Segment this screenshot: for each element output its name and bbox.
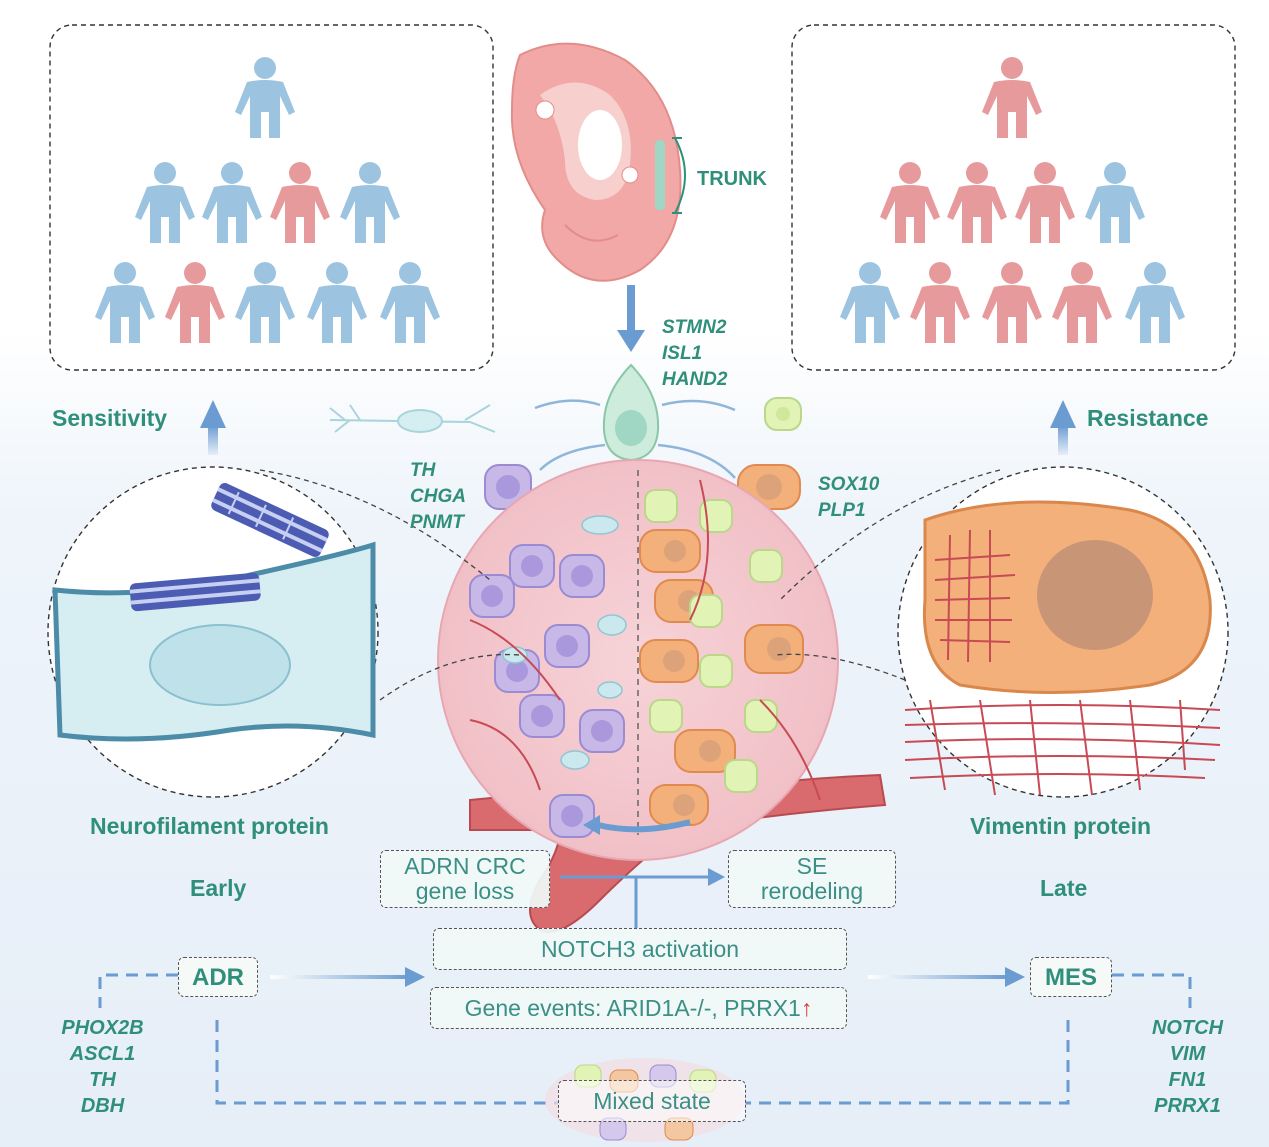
reversion-arrow [597,819,691,833]
gene-list-mesenchymal: SOX10 PLP1 [818,472,879,524]
gene-prrx1: PRRX1 [1154,1095,1221,1117]
mixed-state-label: Mixed state [593,1087,711,1114]
gene-events-text: Gene events: ARID1A-/-, PRRX1 [464,994,801,1021]
gene-sox10: SOX10 [818,474,880,495]
branch-arrows [534,399,736,479]
gene-pnmt: PNMT [410,512,464,533]
se-remodeling-box: SE rerodeling [728,850,896,908]
gene-notch: NOTCH [1151,1017,1224,1039]
neurofilament-label: Neurofilament protein [90,813,329,839]
trunk-bracket [674,137,686,214]
tumor-mass [437,459,839,861]
se-line2: rerodeling [760,878,864,904]
early-label: Early [190,875,247,901]
gene-list-adr: PHOX2B ASCL1 TH DBH [45,1015,160,1119]
neuron-cell [329,404,496,433]
gene-th-top: TH [410,460,436,481]
embryo-illustration [510,42,682,282]
mixed-state-box: Mixed state [558,1080,746,1122]
small-green-cell [764,397,802,431]
gene-list-progenitor: STMN2 ISL1 HAND2 [662,315,727,393]
gene-stmn2: STMN2 [662,317,727,338]
neurofilament-zoom [47,466,379,798]
se-line1: SE [796,853,828,879]
gene-phox2b: PHOX2B [61,1017,144,1039]
resistance-label: Resistance [1087,405,1209,431]
gene-vim: VIM [1169,1043,1206,1065]
sensitivity-population-box [49,24,494,371]
gene-list-adrenergic: TH CHGA PNMT [410,458,478,536]
adrn-crc-gene-loss-box: ADRN CRC gene loss [380,850,550,908]
adr-label: ADR [192,963,244,991]
gene-isl1: ISL1 [662,343,703,364]
gene-chga: CHGA [410,486,466,507]
late-label: Late [1040,875,1088,901]
gene-fn1: FN1 [1168,1069,1207,1091]
trunk-label: TRUNK [697,168,767,190]
up-regulation-arrow-icon: ↑ [800,994,813,1021]
mes-state-box: MES [1030,957,1112,997]
vimentin-label: Vimentin protein [970,813,1152,839]
adr-state-box: ADR [178,957,258,997]
gene-plp1: PLP1 [818,500,866,521]
sensitivity-label: Sensitivity [52,405,168,431]
resistance-population-box [791,24,1236,371]
mes-label: MES [1044,963,1097,991]
crc-loss-line1: ADRN CRC [404,853,526,879]
vimentin-zoom [897,466,1229,798]
gene-events-box: Gene events: ARID1A-/-, PRRX1↑ [430,987,847,1029]
crc-loss-line2: gene loss [415,878,515,904]
progenitor-cell [602,363,660,462]
gene-th: TH [89,1069,116,1091]
gene-list-mes: NOTCH VIM FN1 PRRX1 [1130,1015,1245,1119]
gene-hand2: HAND2 [662,369,728,390]
gene-ascl1: ASCL1 [69,1043,136,1065]
notch3-activation-box: NOTCH3 activation [433,928,847,970]
notch3-text: NOTCH3 activation [540,935,740,962]
gene-dbh: DBH [80,1095,125,1117]
